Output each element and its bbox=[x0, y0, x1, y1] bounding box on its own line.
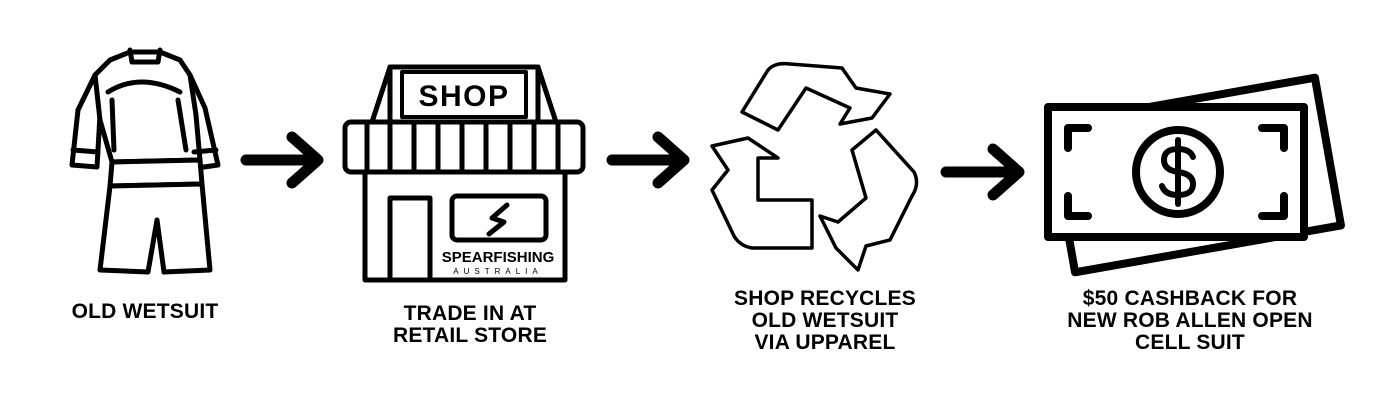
step-2-caption: TRADE IN AT RETAIL STORE bbox=[355, 303, 585, 347]
caption-line: NEW ROB ALLEN OPEN bbox=[1067, 309, 1313, 332]
caption-line: RETAIL STORE bbox=[392, 324, 548, 347]
cash-banknotes-icon bbox=[1044, 73, 1345, 277]
shop-logo-text: SPEARFISHING bbox=[442, 249, 555, 266]
shop-sign-text: SHOP bbox=[418, 80, 509, 113]
caption-line: $50 CASHBACK FOR bbox=[1082, 287, 1298, 310]
right-arrow-icon bbox=[606, 131, 690, 189]
dollar-sign-icon bbox=[1159, 137, 1197, 207]
caption-line: VIA UPPAREL bbox=[754, 331, 896, 354]
caption-line: OLD WETSUIT bbox=[751, 309, 899, 332]
wetsuit-icon bbox=[69, 47, 221, 275]
recycle-icon bbox=[710, 61, 919, 272]
caption-line: TRADE IN AT bbox=[403, 302, 537, 325]
step-3-caption: SHOP RECYCLES OLD WETSUIT VIA UPPAREL bbox=[695, 288, 955, 354]
caption-line: CELL SUIT bbox=[1135, 331, 1245, 354]
right-arrow-icon bbox=[240, 131, 324, 189]
shop-logo-subtext: AUSTRALIA bbox=[453, 267, 542, 276]
step-1-caption: OLD WETSUIT bbox=[45, 301, 245, 323]
step-4-caption: $50 CASHBACK FOR NEW ROB ALLEN OPEN CELL… bbox=[1030, 288, 1350, 354]
shop-storefront-icon bbox=[342, 64, 586, 283]
caption-line: OLD WETSUIT bbox=[71, 300, 219, 323]
right-arrow-icon bbox=[940, 143, 1025, 201]
caption-line: SHOP RECYCLES bbox=[734, 287, 916, 310]
